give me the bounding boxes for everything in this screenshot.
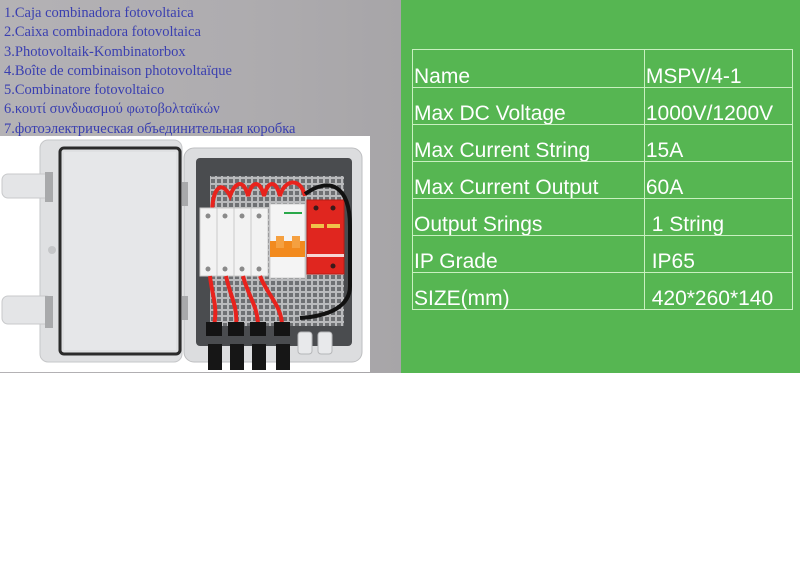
spec-value: 420*260*140 [643, 272, 794, 310]
spec-row-ip-grade: IP Grade IP65 [412, 235, 794, 273]
product-name-fr: 4.Boîte de combinaison photovoltaïque [4, 62, 232, 79]
spec-row-name: Name MSPV/4-1 [412, 49, 794, 88]
spec-label: IP Grade [412, 235, 645, 273]
spec-value: 1 String [643, 198, 794, 236]
product-name-pt: 2.Caixa combinadora fotovoltaica [4, 24, 201, 41]
spec-panel: Name MSPV/4-1 Max DC Voltage 1000V/1200V… [401, 0, 800, 373]
product-name-de: 3.Photovoltaik-Kombinatorbox [4, 43, 186, 60]
combiner-box-illustration [1, 139, 363, 370]
spec-label: Name [412, 49, 645, 88]
left-panel: 1.Caja combinadora fotovoltaica 2.Caixa … [0, 0, 401, 373]
product-name-el: 6.κουτί συνδυασμού φωτοβολταϊκών [4, 101, 220, 118]
spec-row-max-current-output: Max Current Output 60A [412, 161, 794, 199]
spec-value: 15A [643, 124, 794, 162]
spec-value: MSPV/4-1 [643, 49, 794, 88]
spec-row-max-dc-voltage: Max DC Voltage 1000V/1200V [412, 87, 794, 125]
multilingual-product-names: 1.Caja combinadora fotovoltaica 2.Caixa … [4, 4, 295, 139]
spec-row-max-current-string: Max Current String 15A [412, 124, 794, 162]
spec-table: Name MSPV/4-1 Max DC Voltage 1000V/1200V… [412, 49, 794, 310]
spec-value: IP65 [643, 235, 794, 273]
spec-label: SIZE(mm) [412, 272, 645, 310]
spec-label: Output Srings [412, 198, 645, 236]
product-name-it: 5.Combinatore fotovoltaico [4, 82, 165, 99]
product-name-es: 1.Caja combinadora fotovoltaica [4, 5, 194, 21]
product-name-ru: 7.фотоэлектрическая объединительная коро… [4, 120, 296, 137]
spec-label: Max Current Output [412, 161, 645, 199]
spec-value: 1000V/1200V [643, 87, 794, 125]
spec-row-size: SIZE(mm) 420*260*140 [412, 272, 794, 310]
spec-label: Max Current String [412, 124, 645, 162]
spec-row-output-strings: Output Srings 1 String [412, 198, 794, 236]
product-photo [0, 136, 370, 372]
spec-label: Max DC Voltage [412, 87, 645, 125]
spec-value: 60A [643, 161, 794, 199]
